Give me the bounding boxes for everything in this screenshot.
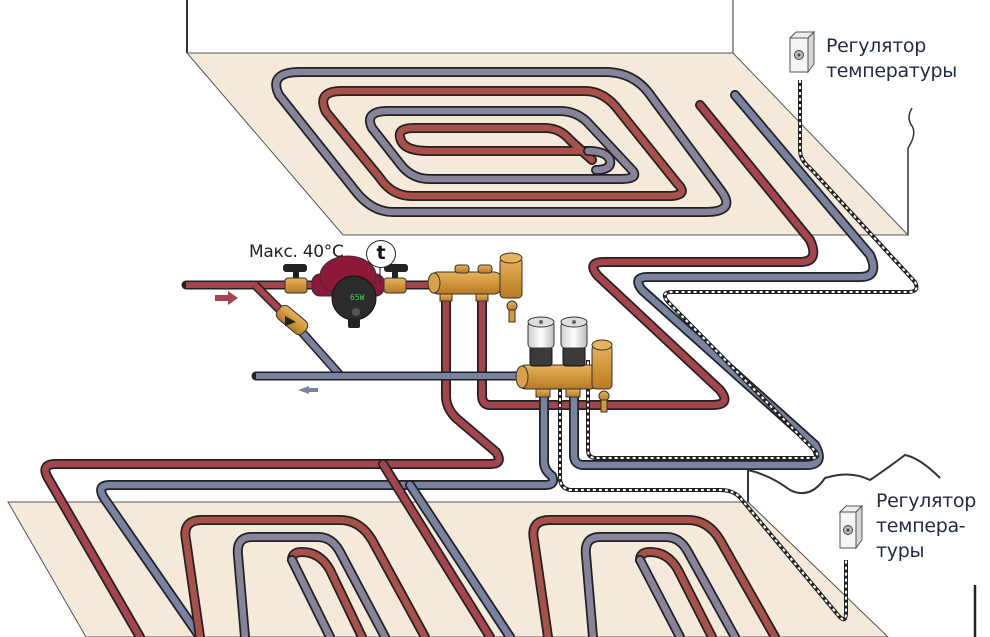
circulation-pump: 65W — [311, 255, 385, 328]
regulator-top-label: Регулятор температуры — [826, 34, 957, 84]
thermostat-top-icon — [788, 30, 816, 74]
upper-supply-loop — [318, 86, 687, 201]
flow-in-arrow-icon — [215, 291, 238, 305]
actuator-2 — [560, 316, 588, 367]
lower-room-wall — [747, 453, 977, 637]
pump-display: 65W — [350, 293, 365, 302]
flow-out-arrow-icon — [298, 386, 318, 394]
upper-supply-inner — [394, 123, 616, 175]
actuator-1 — [527, 316, 555, 367]
upper-thermostat-cable — [586, 80, 919, 460]
regulator-top-line2: температуры — [826, 60, 957, 82]
lower-floor-coils — [180, 515, 780, 637]
upper-return-inner — [365, 106, 640, 184]
ball-valve-left — [283, 264, 308, 294]
regulator-bottom-label: Регулятор темпера- туры — [876, 489, 976, 564]
regulator-bottom-line2: темпера- — [876, 515, 966, 537]
regulator-bottom-line1: Регулятор — [876, 490, 977, 512]
bypass-valve — [275, 304, 309, 336]
lower-thermostat-cable — [558, 380, 848, 622]
upper-feed-pipes — [477, 90, 879, 470]
return-manifold — [515, 339, 613, 413]
upper-floor-slab — [185, 52, 910, 236]
supply-manifold — [427, 252, 523, 323]
max-temperature-label: Макс. 40°C — [249, 242, 344, 262]
upper-return-loop — [271, 67, 732, 217]
regulator-top-line1: Регулятор — [826, 35, 927, 57]
upper-floor-coils — [271, 67, 732, 217]
ball-valve-right — [383, 264, 408, 294]
thermostat-bottom-icon — [838, 504, 864, 550]
regulator-bottom-line3: туры — [876, 540, 925, 562]
lower-feed-pipes — [40, 295, 559, 637]
thermometer-icon: t — [366, 240, 396, 268]
